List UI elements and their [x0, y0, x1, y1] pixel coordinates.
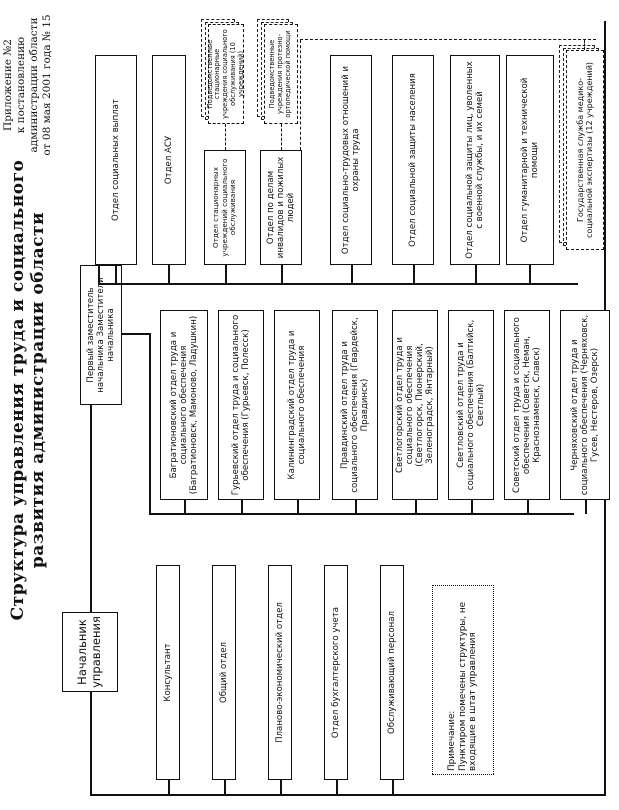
head-to-left-line — [90, 692, 92, 796]
staff-connector — [168, 780, 170, 796]
top-unit-humanitarian: Отдел гуманитарной и технической помощи — [506, 55, 554, 265]
page-title: Структура управления труда и социального… — [8, 140, 49, 640]
deputy-box: Первый заместитель начальника Заместител… — [80, 265, 122, 405]
title-line-1: Структура управления труда и социального — [8, 159, 28, 621]
district-connector — [297, 500, 299, 514]
expertise-dashed-horizontal — [300, 40, 301, 150]
district-connector — [241, 500, 243, 514]
district-unit-chernyakhovsk: Черняховский отдел труда и социального о… — [560, 310, 610, 500]
district-connector — [355, 500, 357, 514]
subordinate-disabled-box: Подведомственные учреждения протезно-орт… — [264, 24, 298, 124]
head-to-deputy-line — [90, 405, 92, 612]
deputy-bus-link — [149, 333, 151, 515]
top-unit-labor-relations: Отдел социально-трудовых отношений и охр… — [330, 55, 372, 265]
staff-unit-general: Общий отдел — [212, 565, 236, 780]
staff-connector — [224, 780, 226, 796]
top-connector — [225, 265, 227, 283]
top-connector — [115, 265, 117, 283]
staff-connector — [392, 780, 394, 796]
top-connector — [168, 265, 170, 283]
staff-unit-accounting: Отдел бухгалтерского учета — [324, 565, 348, 780]
subordinate-expertise-box: Государственная служба медико-социальной… — [566, 50, 604, 250]
district-connector — [415, 500, 417, 514]
note-box: Примечание: Пунктиром помечены структуры… — [432, 585, 494, 775]
top-connector — [413, 265, 415, 283]
staff-unit-service: Обслуживающий персонал — [380, 565, 404, 780]
staff-connector — [280, 780, 282, 796]
district-connector — [585, 500, 587, 514]
district-connector — [471, 500, 473, 514]
deputy-stem-line — [122, 333, 150, 335]
top-unit-stationary: Отдел стационарных учреждений социальног… — [204, 150, 246, 265]
deputy-to-top-line — [98, 265, 100, 285]
top-unit-military: Отдел социальной защиты лиц, уволенных с… — [450, 55, 500, 265]
district-connector — [527, 500, 529, 514]
district-unit-svetly: Светловский отдел труда и социального об… — [448, 310, 494, 500]
note-text: Пунктиром помечены структуры, не входящи… — [457, 601, 479, 771]
top-unit-social-protection: Отдел социальной защиты населения — [392, 55, 434, 265]
subordinate-stationary-box: Подведомственные стационарные учреждения… — [206, 24, 245, 124]
district-bus-line — [149, 513, 574, 515]
expertise-dashed-top — [300, 39, 596, 40]
top-connector — [351, 265, 353, 283]
district-unit-bagrationovsk: Багратионовский отдел труда и социальног… — [160, 310, 208, 500]
head-box: Начальник управления — [62, 612, 118, 692]
top-unit-social-payments: Отдел социальных выплат — [95, 55, 137, 265]
district-unit-pravdinsk: Правдинский отдел труда и социального об… — [332, 310, 378, 500]
district-unit-guryevsk: Гурьевский отдел труда и социального обе… — [218, 310, 264, 500]
staff-connector — [336, 780, 338, 796]
expertise-dashed-right — [584, 40, 585, 50]
district-unit-sovetsk: Советский отдел труда и социального обес… — [504, 310, 550, 500]
top-unit-disabled: Отдел по делам инвалидов и пожилых людей — [260, 150, 302, 265]
subordinate-connector — [281, 124, 282, 150]
subordinate-connector — [225, 124, 226, 150]
district-unit-svetlogorsk: Светлогорский отдел труда и социального … — [392, 310, 438, 500]
district-unit-kaliningrad: Калининградский отдел труда и социальног… — [274, 310, 320, 500]
staff-unit-consultant: Консультант — [156, 565, 180, 780]
top-connector — [281, 265, 283, 283]
note-title: Примечание: — [447, 710, 458, 771]
district-connector — [184, 500, 186, 514]
top-bus-line — [98, 283, 578, 285]
title-line-2: развития администрации области — [28, 211, 49, 569]
top-unit-asu: Отдел АСУ — [152, 55, 186, 265]
staff-unit-planning: Планово-экономический отдел — [268, 565, 292, 780]
top-connector — [475, 265, 477, 283]
top-connector — [529, 265, 531, 283]
